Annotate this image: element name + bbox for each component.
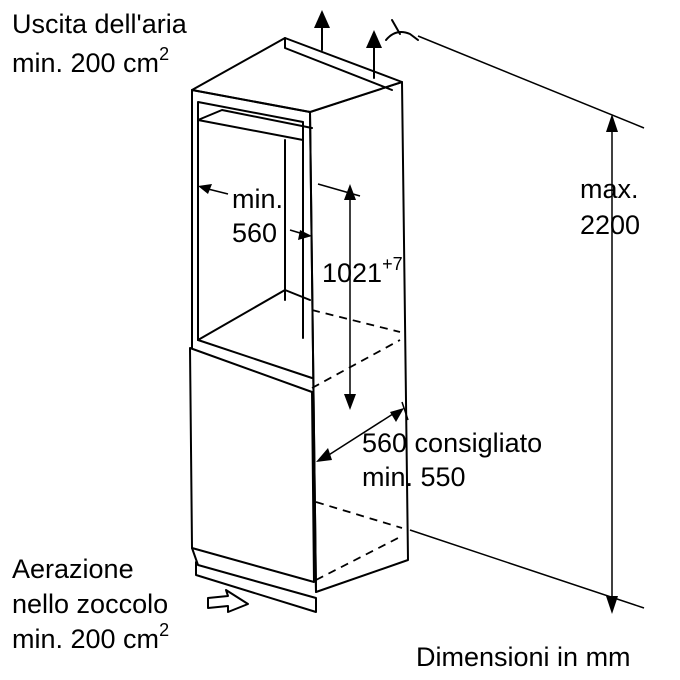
appliance-top-edge — [197, 339, 313, 379]
plinth-vent-arrow — [207, 589, 249, 613]
appliance-dashed-lower — [315, 501, 403, 581]
cabinet-top-front-edge — [191, 89, 317, 593]
cabinet — [189, 37, 409, 613]
plinth-vent-label-line2: nello zoccolo — [12, 589, 168, 619]
air-outlet-label-line2: min. 200 cm2 — [12, 44, 169, 78]
niche-width-label-line1: min. — [232, 184, 283, 214]
arrow-up-icon — [314, 10, 330, 28]
cabinet-plinth — [191, 547, 317, 613]
cabinet-top-back-edge — [284, 37, 393, 91]
air-outlet-superscript: 2 — [159, 44, 169, 64]
niche-height-tolerance: +7 — [382, 254, 403, 274]
cabinet-upper-opening — [197, 101, 304, 341]
air-outlet-label-line1: Uscita dell'aria — [12, 9, 188, 39]
total-height-label-line1: max. — [580, 174, 639, 204]
appliance-dashed-upper — [311, 309, 401, 389]
dimension-niche-height — [344, 184, 356, 410]
plinth-vent-label-line3: min. 200 cm2 — [12, 620, 169, 654]
air-gap-marker — [385, 19, 419, 41]
cabinet-upper-inner-top — [197, 109, 313, 129]
depth-label-line2: min. 550 — [362, 462, 466, 492]
niche-height-label: 1021+7 — [322, 254, 403, 288]
total-height-label-line2: 2200 — [580, 210, 640, 240]
vent-arrow-icon — [207, 589, 249, 613]
units-note: Dimensioni in mm — [416, 642, 631, 672]
plinth-vent-superscript: 2 — [159, 620, 169, 640]
appliance-front-door — [189, 347, 315, 583]
niche-width-label-line2: 560 — [232, 218, 277, 248]
plinth-vent-label-line1: Aerazione — [12, 554, 134, 584]
air-outlet-arrows — [314, 10, 419, 79]
depth-label-line1: 560 consigliato — [362, 428, 542, 458]
dimension-depth — [316, 401, 409, 462]
dimension-total-height — [409, 35, 645, 614]
cabinet-niche-floor — [197, 289, 311, 341]
arrow-up-icon — [366, 30, 382, 48]
